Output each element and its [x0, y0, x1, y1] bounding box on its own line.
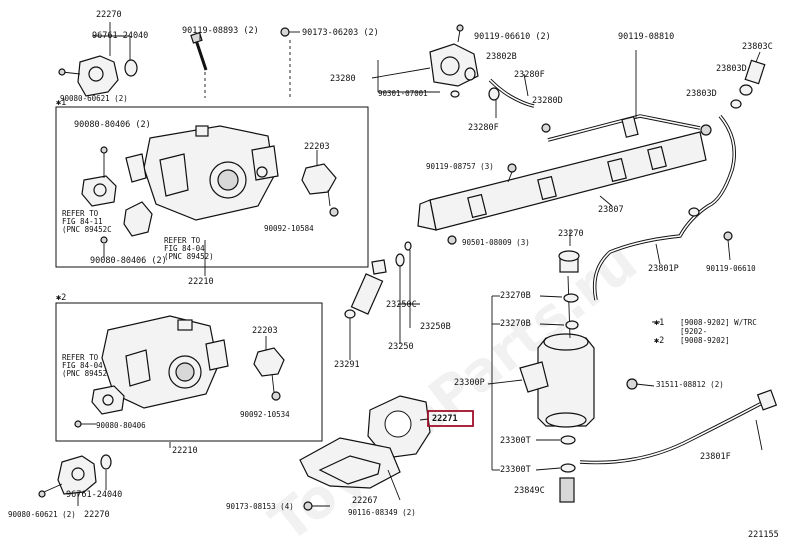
- pressure-regulator-23280: [429, 43, 479, 87]
- box-variant-2: [55, 302, 323, 442]
- iac-sensor-a: [123, 201, 153, 237]
- idle-valve-22203-a: [301, 163, 339, 217]
- bracket-22267: [299, 437, 401, 489]
- fuel-rail-23807: [417, 131, 707, 231]
- fuel-filter-23300: [519, 250, 638, 428]
- part-22270-top: [58, 55, 138, 97]
- highlight-22271: [427, 410, 474, 427]
- throttle-sensor-a: [81, 146, 117, 207]
- union-23803C: [730, 59, 766, 109]
- box2-marker: ✱2: [56, 293, 66, 303]
- injector-23250: [344, 241, 412, 319]
- box-variant-1: [55, 106, 369, 268]
- bolt-90119-08893: [190, 31, 208, 71]
- box1-marker: ✱1: [56, 98, 66, 108]
- throttle-sensor-b: [91, 385, 125, 415]
- idle-valve-22203-b: [253, 347, 285, 401]
- gasket-22271: [367, 395, 431, 459]
- throttle-body-22210-a: [125, 125, 279, 221]
- throttle-body-22210-b: [101, 315, 229, 409]
- part-22270-bottom: [38, 454, 112, 498]
